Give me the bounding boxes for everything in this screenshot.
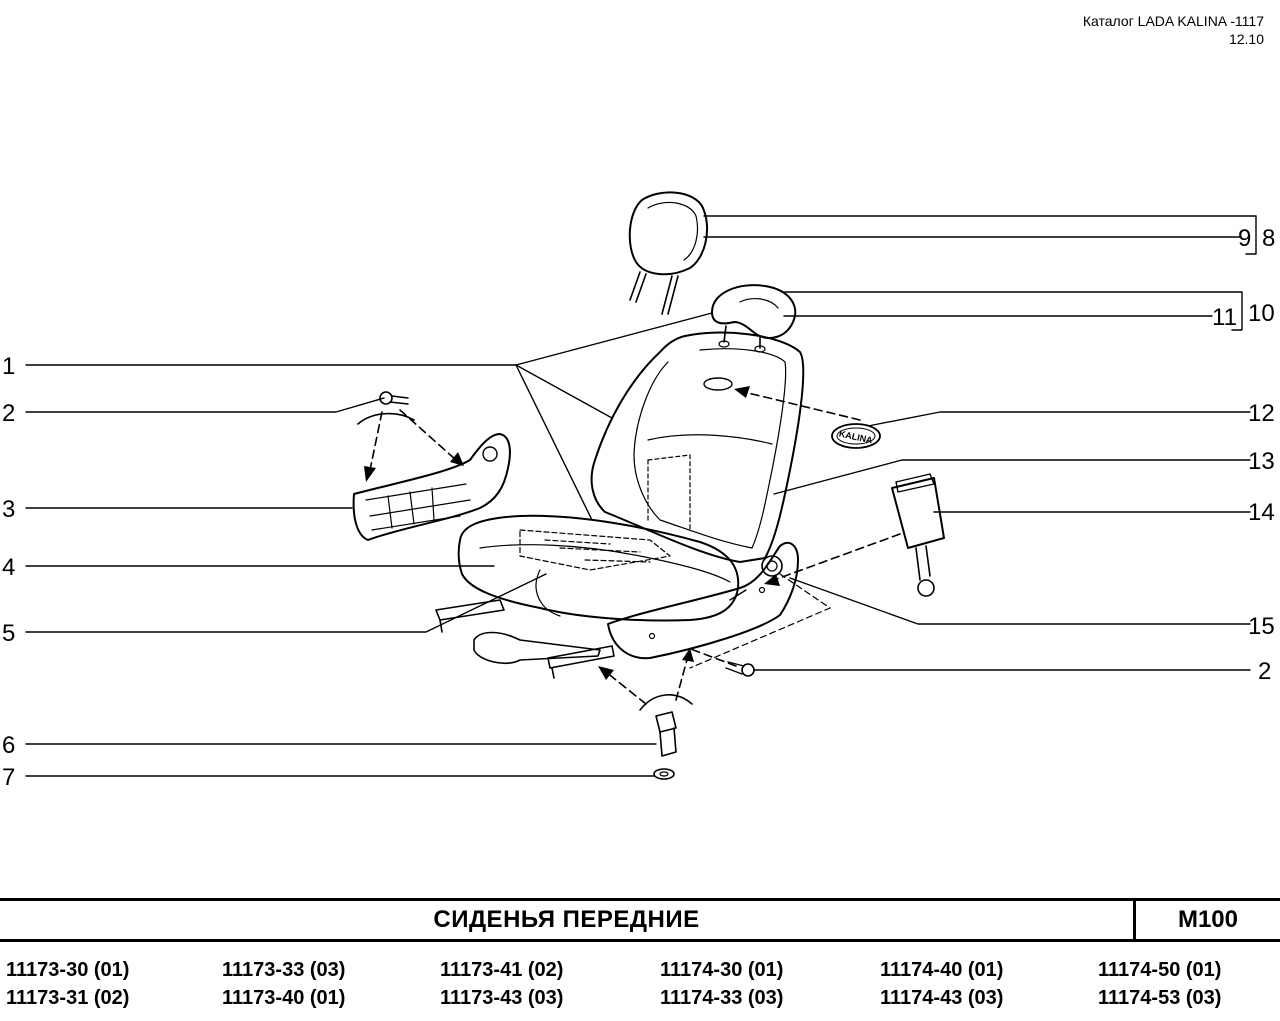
callout-13: 13 xyxy=(1248,448,1275,475)
model-code: 11174-40 (01) xyxy=(880,959,1004,981)
callout-7: 7 xyxy=(2,764,15,791)
model-code: 11173-40 (01) xyxy=(222,987,346,1009)
callout-12: 12 xyxy=(1248,400,1275,427)
callout-14: 14 xyxy=(1248,499,1275,526)
bolt-drawing xyxy=(655,711,677,757)
seat-cushion-drawing xyxy=(457,514,740,622)
callout-8: 8 xyxy=(1262,225,1275,252)
kalina-badge-logo: KALINA xyxy=(838,429,874,446)
catalog-footer: СИДЕНЬЯ ПЕРЕДНИЕ M100 11173-30 (01) 1117… xyxy=(0,898,1280,1021)
kalina-badge-drawing xyxy=(831,423,881,449)
model-code: 11174-33 (03) xyxy=(660,987,784,1009)
callout-9: 9 xyxy=(1238,225,1251,252)
model-code: 11173-33 (03) xyxy=(222,959,346,981)
callout-5: 5 xyxy=(2,620,15,647)
callout-3: 3 xyxy=(2,496,15,523)
model-code: 11173-41 (02) xyxy=(440,959,564,981)
model-code: 11173-43 (03) xyxy=(440,987,564,1009)
callout-11: 11 xyxy=(1212,304,1237,331)
model-code: 11174-30 (01) xyxy=(660,959,784,981)
model-column: 11174-30 (01) 11174-33 (03) xyxy=(660,956,783,1012)
model-code: 11174-53 (03) xyxy=(1098,987,1222,1009)
side-trim-drawing xyxy=(607,541,799,660)
headrest-drawing xyxy=(628,191,708,315)
model-code: 11173-31 (02) xyxy=(6,987,130,1009)
model-column: 11173-33 (03) 11173-40 (01) xyxy=(222,956,345,1012)
model-code: 11174-43 (03) xyxy=(880,987,1004,1009)
callout-10: 10 xyxy=(1248,300,1275,327)
catalog-date: 12.10 xyxy=(1228,31,1264,47)
seat-rails-drawing xyxy=(435,599,615,679)
callout-6: 6 xyxy=(2,732,15,759)
side-cover-drawing xyxy=(352,433,511,541)
model-column: 11174-50 (01) 11174-53 (03) xyxy=(1098,956,1221,1012)
title-row: СИДЕНЬЯ ПЕРЕДНИЕ M100 xyxy=(0,898,1280,942)
seat-exploded-diagram: KALINA 1 2 3 4 5 6 7 9 8 11 10 12 13 14 … xyxy=(2,191,1275,791)
seat-back-drawing xyxy=(590,331,805,563)
leader-lines xyxy=(25,215,1257,777)
catalog-title: Каталог LADA KALINA -1117 xyxy=(1082,13,1264,29)
model-code: 11173-30 (01) xyxy=(6,959,130,981)
washer-drawing xyxy=(653,768,675,780)
model-column: 11173-30 (01) 11173-31 (02) xyxy=(6,956,129,1012)
arrow-heads xyxy=(364,386,780,680)
model-column: 11174-40 (01) 11174-43 (03) xyxy=(880,956,1003,1012)
section-title: СИДЕНЬЯ ПЕРЕДНИЕ xyxy=(433,906,700,933)
assembly-arrows xyxy=(357,391,901,711)
callout-2: 2 xyxy=(2,400,15,427)
catalog-header: Каталог LADA KALINA -1117 12.10 xyxy=(1083,12,1264,48)
callout-1: 1 xyxy=(2,353,15,380)
section-code: M100 xyxy=(1177,906,1239,933)
model-code: 11174-50 (01) xyxy=(1098,959,1222,981)
callout-15: 15 xyxy=(1248,613,1275,640)
callout-4: 4 xyxy=(2,554,15,581)
title-divider xyxy=(1133,901,1136,939)
callout-numbers: 1 2 3 4 5 6 7 9 8 11 10 12 13 14 15 2 xyxy=(2,225,1275,791)
screw-left-drawing xyxy=(379,391,409,405)
seat-belt-buckle-drawing xyxy=(891,473,945,597)
model-column: 11173-41 (02) 11173-43 (03) xyxy=(440,956,563,1012)
callout-2-right: 2 xyxy=(1258,658,1271,685)
